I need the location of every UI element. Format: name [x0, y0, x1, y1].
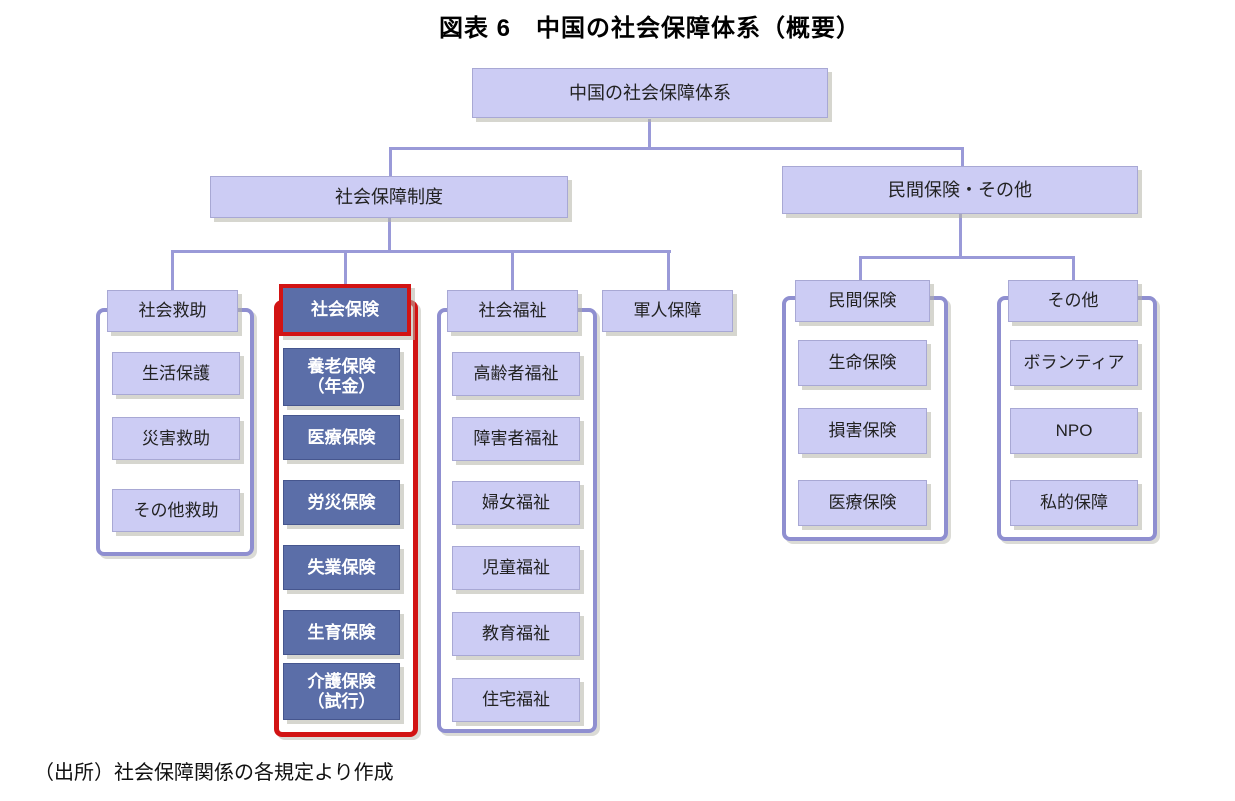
leaf-women-welfare: 婦女福祉 [452, 481, 580, 525]
leaf-life-insurance: 生命保険 [798, 340, 927, 386]
leaf-children-welfare: 児童福祉 [452, 546, 580, 590]
leaf-housing-welfare: 住宅福祉 [452, 678, 580, 722]
connector-line [389, 147, 964, 150]
connector-line [344, 252, 347, 285]
leaf-disabled-welfare: 障害者福祉 [452, 417, 580, 461]
connector-line [511, 252, 514, 290]
node-military-security: 軍人保障 [602, 290, 733, 332]
connector-line [388, 218, 391, 252]
leaf-nonlife-insurance: 損害保険 [798, 408, 927, 454]
connector-line [1072, 258, 1075, 280]
connector-line [667, 252, 670, 290]
connector-line [961, 149, 964, 166]
leaf-volunteer: ボランティア [1010, 340, 1138, 386]
node-private-insurance: 民間保険 [795, 280, 930, 322]
leaf-other-assistance: その他救助 [112, 489, 240, 532]
connector-line [171, 250, 671, 253]
leaf-elderly-welfare: 高齢者福祉 [452, 352, 580, 396]
leaf-longterm-care-insurance: 介護保険 （試行） [283, 663, 400, 720]
leaf-private-security: 私的保障 [1010, 480, 1138, 526]
node-private-insurance-and-others: 民間保険・その他 [782, 166, 1138, 214]
leaf-unemployment-insurance: 失業保険 [283, 545, 400, 590]
source-caption: （出所）社会保障関係の各規定より作成 [34, 762, 394, 784]
leaf-medical-insurance: 医療保険 [283, 415, 400, 460]
connector-line [859, 256, 1075, 259]
connector-line [959, 214, 962, 258]
figure-title: 図表 6 中国の社会保障体系（概要） [438, 15, 861, 42]
connector-line [389, 149, 392, 176]
leaf-public-assistance: 生活保護 [112, 352, 240, 395]
leaf-work-injury-insurance: 労災保険 [283, 480, 400, 525]
node-others: その他 [1008, 280, 1138, 322]
leaf-maternity-insurance: 生育保険 [283, 610, 400, 655]
node-social-assistance: 社会救助 [107, 290, 238, 332]
leaf-pension-insurance: 養老保険 （年金） [283, 348, 400, 406]
connector-line [859, 258, 862, 280]
leaf-education-welfare: 教育福祉 [452, 612, 580, 656]
leaf-disaster-relief: 災害救助 [112, 417, 240, 460]
leaf-private-medical-insurance: 医療保険 [798, 480, 927, 526]
leaf-npo: NPO [1010, 408, 1138, 454]
node-china-social-security-system: 中国の社会保障体系 [472, 68, 828, 118]
node-social-insurance: 社会保険 [279, 284, 411, 336]
node-social-welfare: 社会福祉 [447, 290, 578, 332]
node-social-security-programs: 社会保障制度 [210, 176, 568, 218]
connector-line [171, 252, 174, 290]
connector-line [648, 119, 651, 150]
